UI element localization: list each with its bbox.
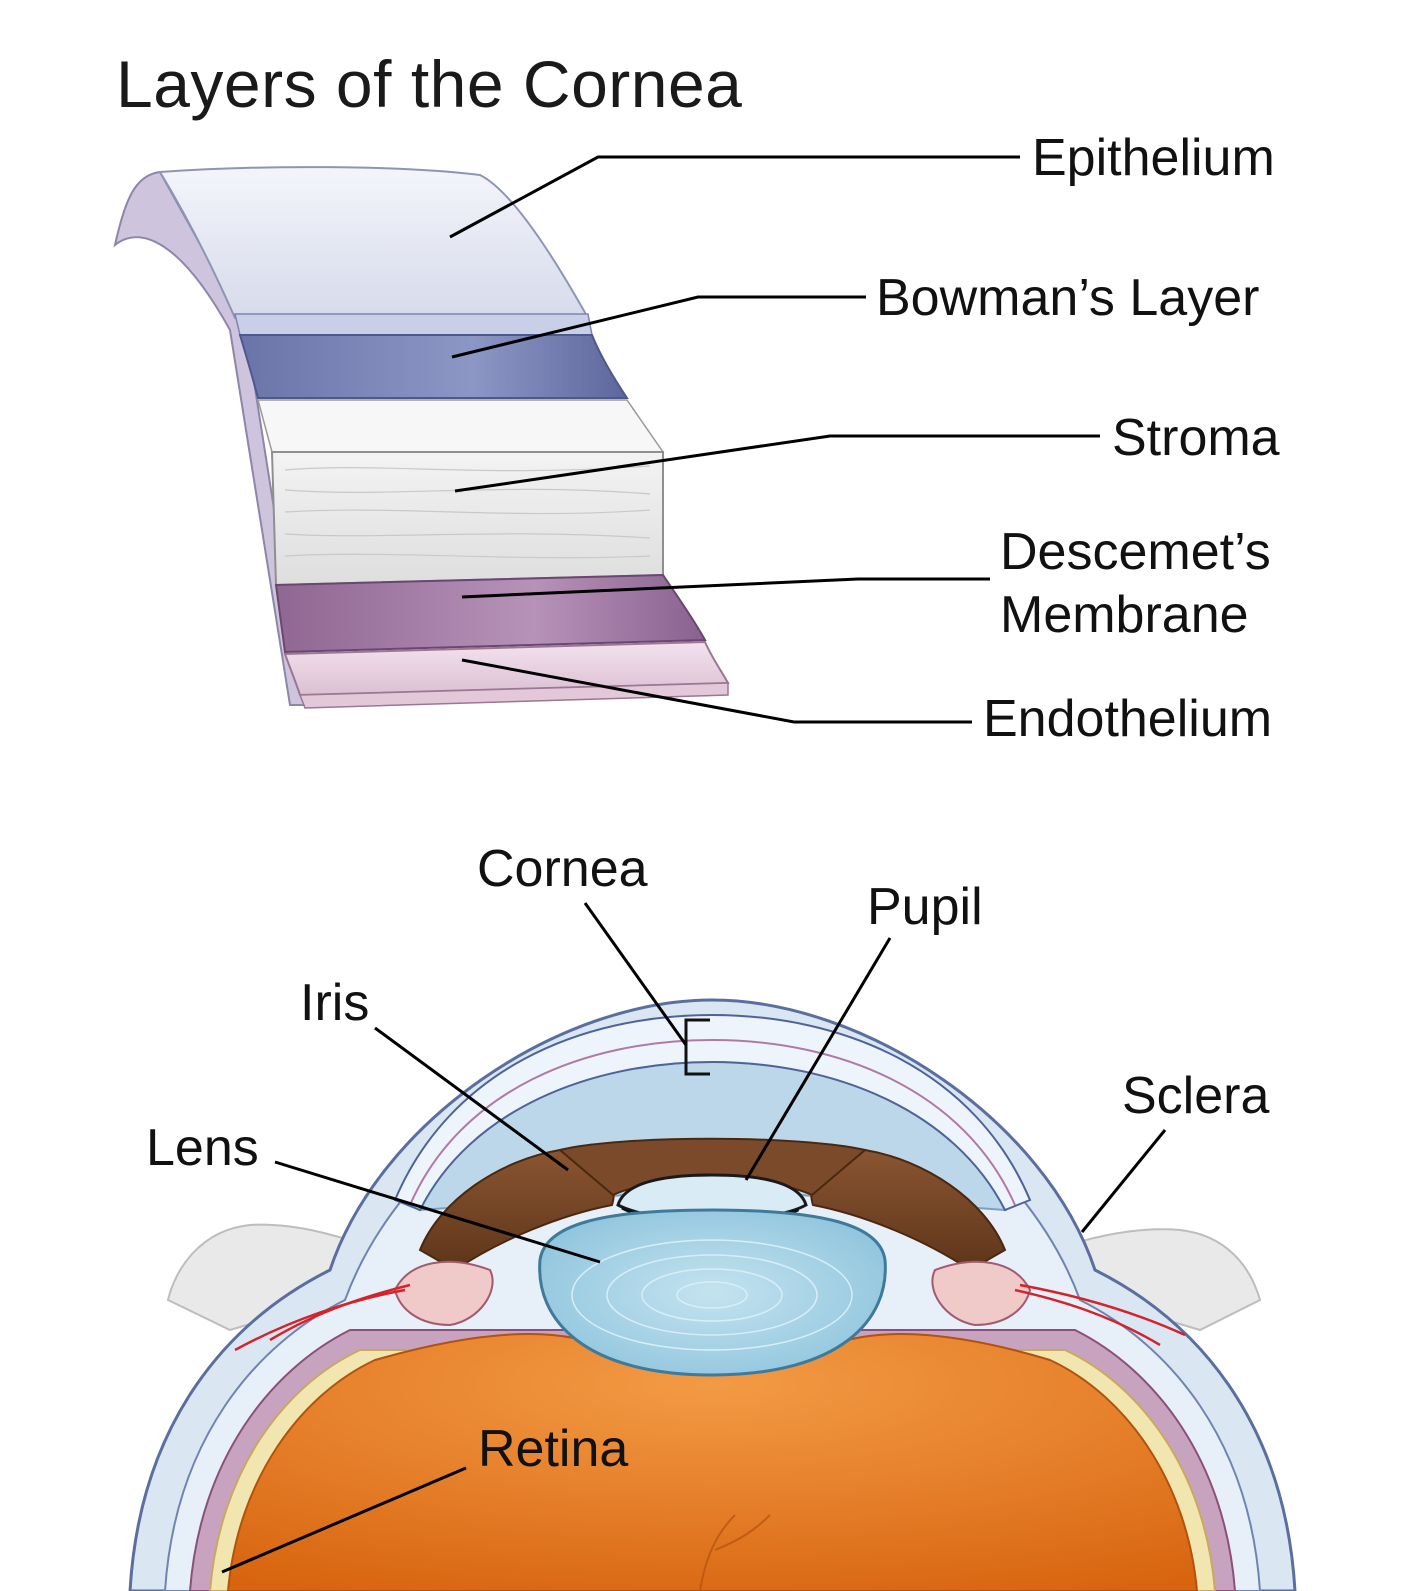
label-descemets-line2: Membrane xyxy=(1000,584,1249,646)
epithelium-cells xyxy=(235,314,592,335)
bowmans-layer xyxy=(240,335,627,398)
eye-cross-section xyxy=(130,1000,1295,1591)
epithelium-layer xyxy=(160,167,588,318)
label-cornea: Cornea xyxy=(477,838,648,900)
stroma-layer xyxy=(272,452,663,585)
label-retina: Retina xyxy=(478,1418,628,1480)
label-epithelium: Epithelium xyxy=(1032,127,1275,189)
label-descemets-line1: Descemet’s xyxy=(1000,521,1271,583)
label-iris: Iris xyxy=(300,972,369,1034)
stroma-top-surface xyxy=(258,400,663,452)
label-endothelium: Endothelium xyxy=(983,688,1272,750)
label-sclera: Sclera xyxy=(1122,1065,1269,1127)
descemets-layer xyxy=(276,575,705,652)
diagram-title: Layers of the Cornea xyxy=(116,46,742,122)
label-lens: Lens xyxy=(146,1117,259,1179)
epithelium-leader xyxy=(450,157,1020,237)
label-bowmans-layer: Bowman’s Layer xyxy=(876,267,1259,329)
sclera-leader xyxy=(1082,1130,1165,1232)
label-pupil: Pupil xyxy=(867,876,983,938)
label-stroma: Stroma xyxy=(1112,407,1280,469)
cornea-layers-illustration xyxy=(115,167,728,708)
